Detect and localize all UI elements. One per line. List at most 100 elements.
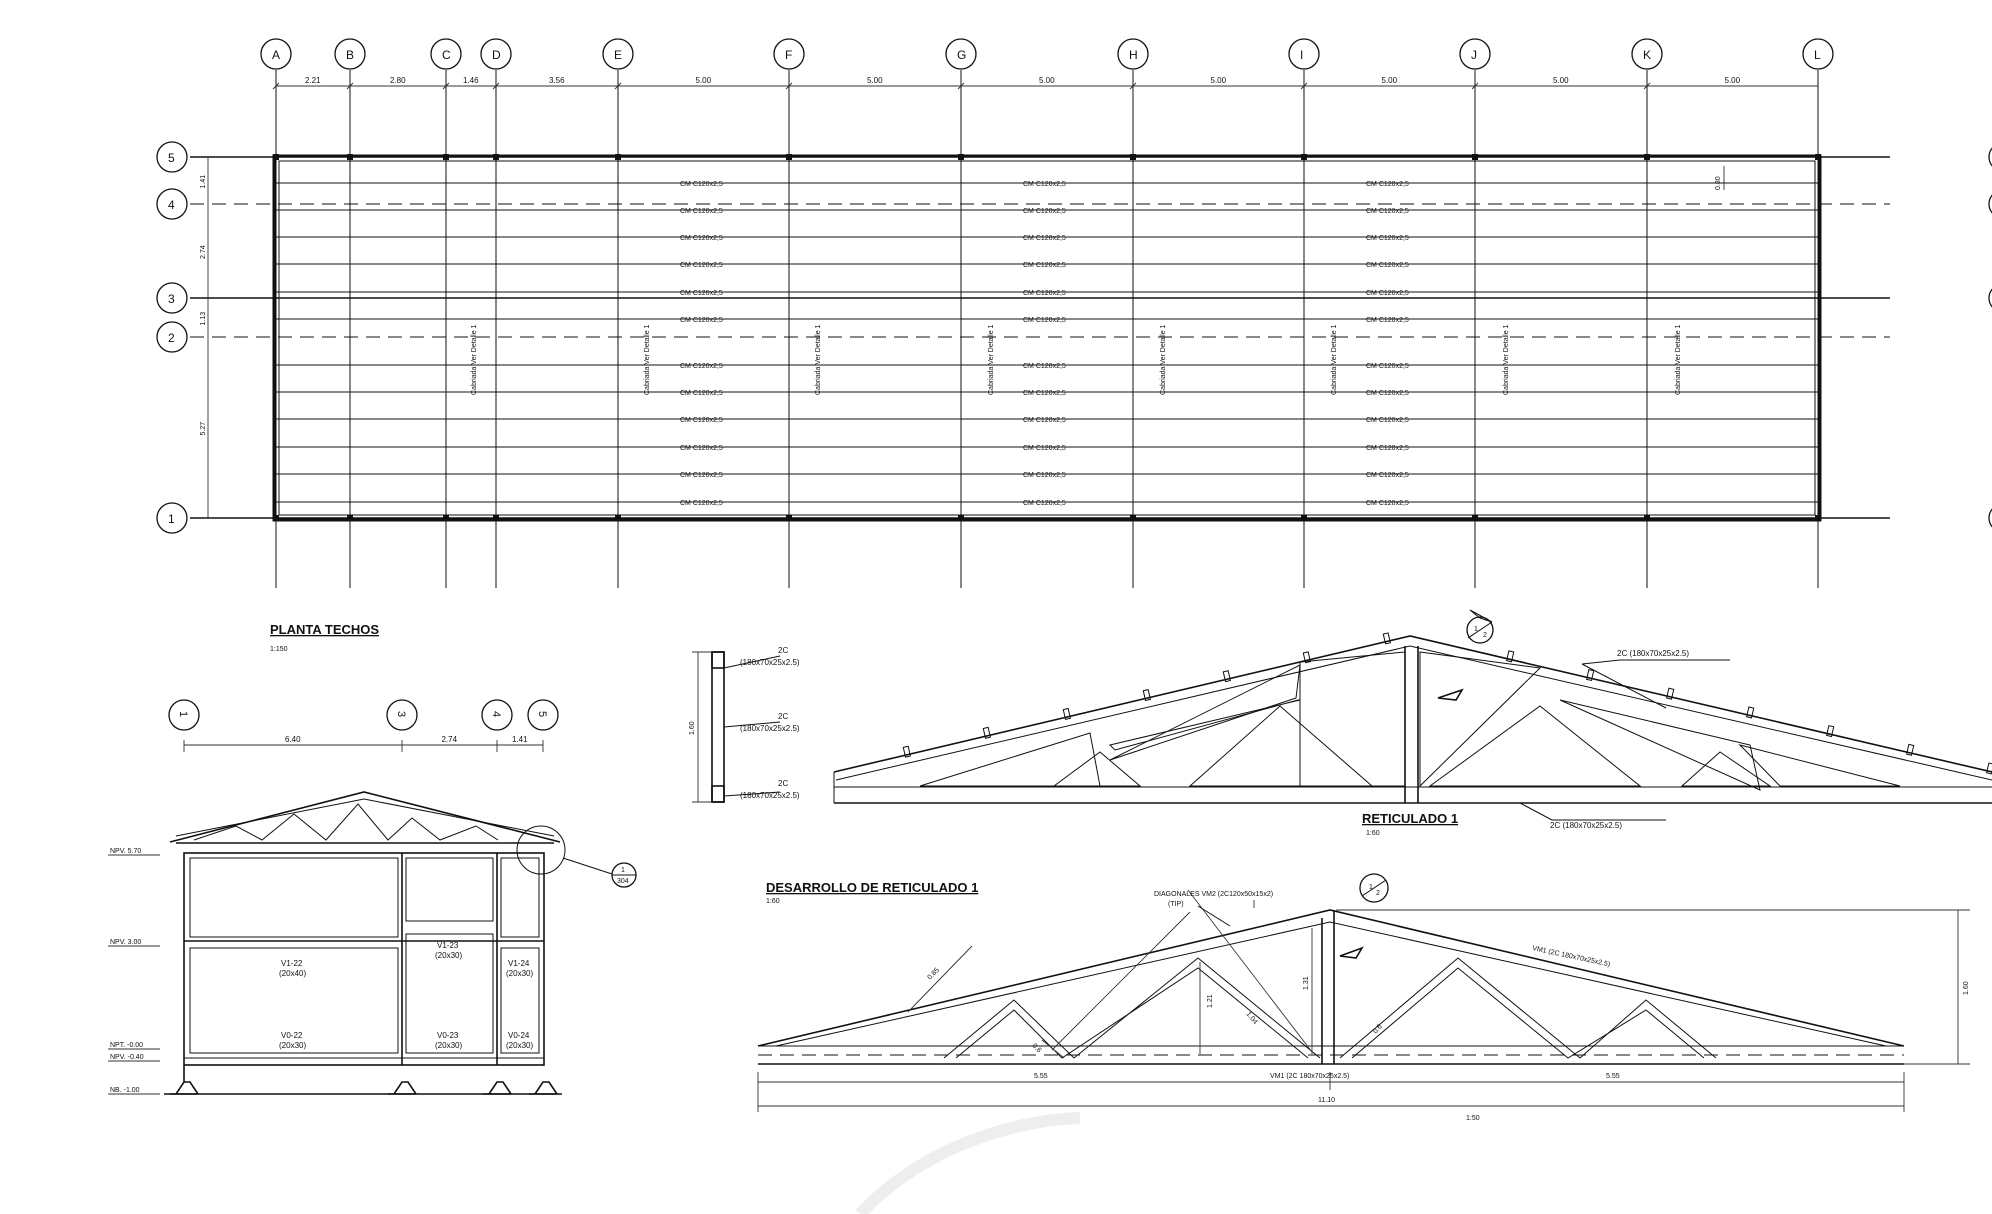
truss-development: DESARROLLO DE RETICULADO 1 1:60 0.85 0.6… xyxy=(757,873,1970,1122)
partial-bubble xyxy=(1988,288,1992,308)
dim-label-y: 1.41 xyxy=(200,175,207,189)
callout-sheet: 2 xyxy=(1376,890,1380,897)
purlin-mark xyxy=(1062,707,1071,720)
truss2-diag-label: DIAGONALES VM2 (2C120x50x15x2) xyxy=(1154,891,1273,898)
purlin-label: CM C120x2,5 xyxy=(680,262,723,269)
axis-label-x: J xyxy=(1471,48,1477,62)
purlin-label: CM C120x2,5 xyxy=(680,208,723,215)
section-dim-label: 6.40 xyxy=(285,735,301,744)
axis-label-x: H xyxy=(1129,48,1138,62)
dim-diag: 0.6 xyxy=(1031,1042,1043,1054)
dim-tick xyxy=(442,82,450,90)
beam-name: V1-24 xyxy=(508,959,530,968)
truss-label: Cabriada Ver Detalle 1 xyxy=(815,324,822,395)
purlin-label: CM C120x2,5 xyxy=(1023,390,1066,397)
dim-label-y: 1.13 xyxy=(200,312,207,326)
axis-label-x: K xyxy=(1643,48,1651,62)
axis-bubble-y xyxy=(156,321,188,353)
purlin-mark xyxy=(1302,651,1311,664)
purlin-label: CM C120x2,5 xyxy=(1366,208,1409,215)
truss-reticulado-1: 1 2 2C (180x70x25x2.5) 2C (180x70x25x2.5… xyxy=(833,609,1992,837)
axis-bubble-x xyxy=(1117,38,1149,70)
dim-label-x: 2.80 xyxy=(390,76,406,85)
truss-label: Cabriada Ver Detalle 1 xyxy=(1160,324,1167,395)
purlin-lines xyxy=(274,182,1820,503)
level-label: NPT. -0.00 xyxy=(110,1042,143,1049)
purlin-mark xyxy=(1986,762,1992,775)
purlin-label: CM C120x2,5 xyxy=(1366,317,1409,324)
truss-label: Cabriada Ver Detalle 1 xyxy=(471,324,478,395)
roof-plan: CM C120x2,5 CM C120x2,5 CM C120x2,5 CM C120… xyxy=(156,38,1992,653)
truss2-top-label: VM1 (2C 180x70x25x2.5) xyxy=(1532,945,1611,968)
axis-bubble-x xyxy=(430,38,462,70)
purlin-labels: CM C120x2,5 CM C120x2,5 CM C120x2,5 CM C120… xyxy=(680,181,1409,507)
purlin-label: CM C120x2,5 xyxy=(1023,317,1066,324)
truss2-height: 1.60 xyxy=(1963,981,1970,995)
purlin-label: CM C120x2,5 xyxy=(1023,417,1066,424)
dim-diag: 0.6 xyxy=(1372,1023,1384,1035)
section-axis-bubble xyxy=(527,699,559,731)
section-beams: V1-22(20x40)V1-23(20x30)V1-24(20x30)V0-2… xyxy=(279,941,533,1050)
purlin-label: CM C120x2,5 xyxy=(1023,235,1066,242)
dim-diag: 1.04 xyxy=(1244,1011,1258,1026)
dimension-chain-y: 1.412.741.135.27 xyxy=(200,157,209,518)
purlin-label: CM C120x2,5 xyxy=(1366,363,1409,370)
section-axis-label: 5 xyxy=(536,711,548,717)
truss2-title: DESARROLLO DE RETICULADO 1 xyxy=(766,880,978,895)
axis-bubble-x xyxy=(945,38,977,70)
axis-label-x: C xyxy=(442,48,451,62)
partial-bubble xyxy=(1988,147,1992,167)
purlin-label: CM C120x2,5 xyxy=(1366,472,1409,479)
dim-label-x: 5.00 xyxy=(1725,76,1741,85)
truss2-top-chord xyxy=(757,909,1905,1047)
purlin-label: CM C120x2,5 xyxy=(1023,181,1066,188)
callout-number: 1 xyxy=(1474,626,1478,633)
truss-label: Cabriada Ver Detalle 1 xyxy=(1675,324,1682,395)
dim-tick xyxy=(1300,82,1308,90)
level-label: NPV. 5.70 xyxy=(110,848,141,855)
axis-bubble-x xyxy=(260,38,292,70)
purlin-mark xyxy=(1826,725,1835,738)
axis-label-y: 1 xyxy=(168,512,175,526)
beam-size: (20x30) xyxy=(506,969,533,978)
dim-diag: 1.31 xyxy=(1303,976,1310,990)
callout-number: 1 xyxy=(1369,884,1373,891)
truss1-chord-label: 2C (180x70x25x2.5) xyxy=(1617,649,1689,658)
right-dimension: 0.80 xyxy=(1715,176,1722,190)
purlin-label: CM C120x2,5 xyxy=(1366,290,1409,297)
dim-tick xyxy=(272,82,280,90)
truss-label: Cabriada Ver Detalle 1 xyxy=(1331,324,1338,395)
purlin-label: CM C120x2,5 xyxy=(680,417,723,424)
axis-bubble-y xyxy=(156,141,188,173)
purlin-label: CM C120x2,5 xyxy=(1023,208,1066,215)
beam-name: V0-24 xyxy=(508,1031,530,1040)
dim-tick xyxy=(1471,82,1479,90)
truss2-note: 1:50 xyxy=(1466,1115,1480,1122)
axis-label-x: B xyxy=(346,48,354,62)
purlin-label: CM C120x2,5 xyxy=(1366,235,1409,242)
profile-height: 1.60 xyxy=(689,721,696,735)
purlin-label: CM C120x2,5 xyxy=(1023,472,1066,479)
purlin-mark xyxy=(1666,687,1675,700)
truss-labels: Cabriada Ver Detalle 1 Cabriada Ver Detal… xyxy=(471,324,1682,395)
purlin-mark xyxy=(982,726,991,739)
beam-name: V1-23 xyxy=(437,941,459,950)
grid-lines-y xyxy=(190,156,1890,519)
chord-profile: 1.60 2C (180x70x25x2.5) 2C (180x70x25x2.… xyxy=(689,646,800,803)
truss1-purlins xyxy=(902,632,1992,775)
section-axis-bubble xyxy=(386,699,418,731)
truss2-diag-sub: (TIP) xyxy=(1168,901,1184,908)
dim-label-x: 5.00 xyxy=(1039,76,1055,85)
dim-tick xyxy=(346,82,354,90)
axis-label-x: L xyxy=(1814,48,1821,62)
truss-label: Cabriada Ver Detalle 1 xyxy=(1503,324,1510,395)
profile-label: 2C xyxy=(778,712,788,721)
truss1-scale: 1:60 xyxy=(1366,830,1380,837)
axis-bubble-y xyxy=(156,502,188,534)
dim-diag: 0.85 xyxy=(926,967,941,982)
profile-size: (180x70x25x2.5) xyxy=(740,791,800,800)
truss-label: Cabriada Ver Detalle 1 xyxy=(644,324,651,395)
dim-label-x: 1.46 xyxy=(463,76,479,85)
